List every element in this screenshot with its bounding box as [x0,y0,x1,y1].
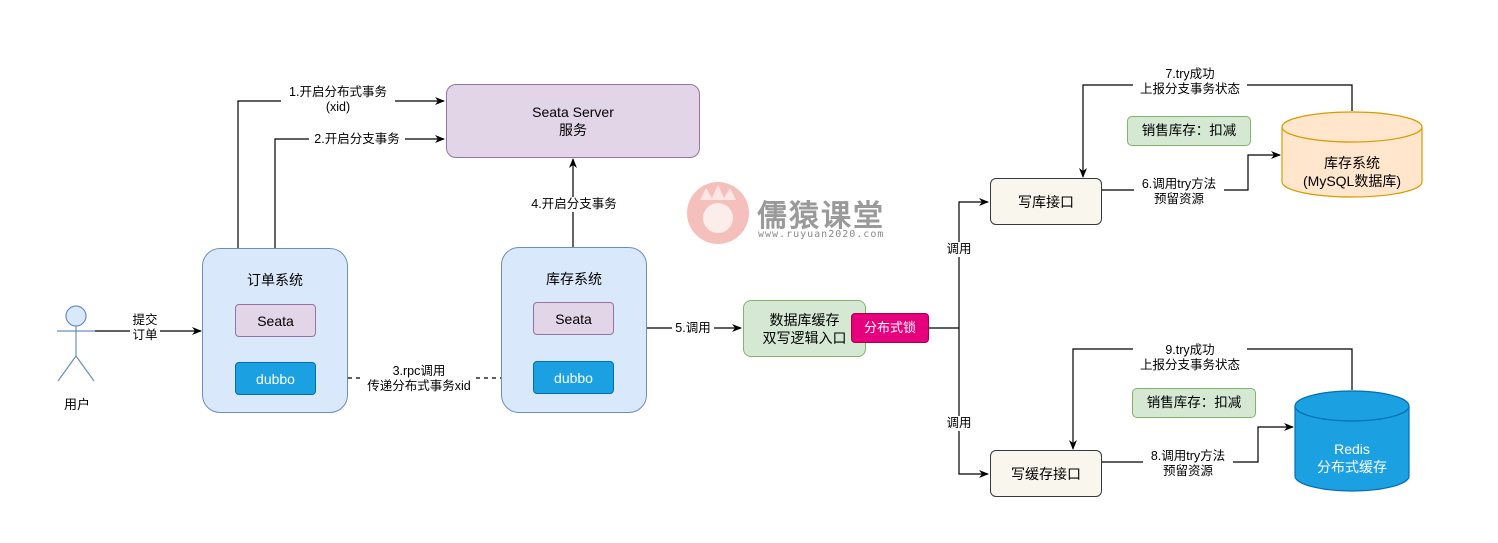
edge-call-db [958,198,989,328]
write-db-api-node[interactable]: 写库接口 [990,178,1102,225]
actor-label: 用户 [63,397,90,412]
order-system-seata[interactable]: Seata [235,304,316,337]
edge-label-step3: 3.rpc调用 传递分布式事务xid [362,364,476,394]
edge-label-step7: 7.try成功 上报分支事务状态 [1133,67,1247,97]
edge-label-call-cache: 调用 [944,416,974,431]
edge-label-step2: 2.开启分支事务 [309,132,405,147]
inventory-system-seata[interactable]: Seata [533,302,614,335]
inventory-system-title: 库存系统 [546,271,602,287]
distributed-lock-badge[interactable]: 分布式锁 [851,313,929,343]
watermark-logo-icon [687,182,749,244]
edge-label-step5: 5.调用 [672,321,714,336]
watermark-title: 儒猿课堂 [757,200,885,233]
inventory-system-dubbo[interactable]: dubbo [533,361,614,394]
edge-call-cache [958,328,989,478]
edge-label-step9: 9.try成功 上报分支事务状态 [1133,343,1247,373]
edge-label-step4: 4.开启分支事务 [526,197,622,212]
write-cache-api-node[interactable]: 写缓存接口 [990,450,1102,497]
mysql-db-label: 库存系统 (MySQL数据库) [1303,155,1401,189]
dual-write-entry-node[interactable]: 数据库缓存 双写逻辑入口 [743,300,866,357]
deduct-note-db: 销售库存：扣减 [1127,116,1251,146]
redis-cache-label: Redis 分布式缓存 [1317,441,1387,475]
edge-label-step8: 8.调用try方法 预留资源 [1143,449,1233,479]
edge-step2 [274,135,445,248]
watermark-url: www.ruyuan2020.com [758,229,885,240]
edge-label-step1: 1.开启分布式事务 (xid) [281,85,395,115]
order-system-dubbo[interactable]: dubbo [235,362,316,395]
user-actor-icon [57,305,95,382]
deduct-note-cache: 销售库存：扣减 [1132,388,1256,418]
mysql-cylinder[interactable] [1281,111,1423,198]
edge-label-submit-order: 提交 订单 [130,313,160,343]
order-system-title: 订单系统 [247,272,303,288]
redis-cylinder[interactable] [1294,390,1410,492]
edge-label-step6: 6.调用try方法 预留资源 [1134,177,1224,207]
seata-server-node[interactable]: Seata Server 服务 [446,84,700,158]
edge-step1 [237,97,445,248]
edge-label-call-db: 调用 [944,242,974,257]
